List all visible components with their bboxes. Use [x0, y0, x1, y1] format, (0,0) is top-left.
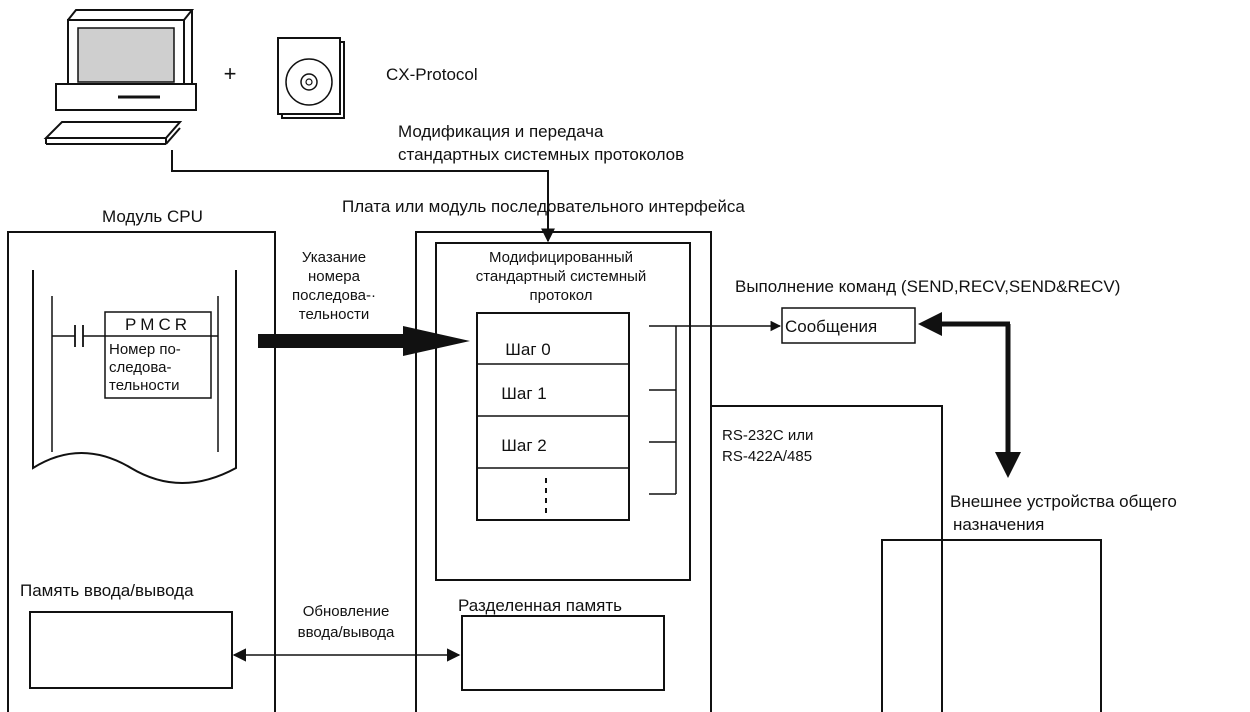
cd-icon [277, 37, 345, 119]
io-refresh-note-line2: ввода/вывода [298, 624, 395, 641]
sequence-note-line1: Указание [302, 249, 366, 266]
cpu-unit-title: Модуль CPU [102, 207, 203, 226]
protocol-title-line1: Модифицированный [489, 249, 633, 266]
pmcr-instruction-label: PMCR [125, 315, 191, 334]
interface-note-line2: RS-422A/485 [722, 448, 812, 465]
step-2-label: Шаг 2 [501, 436, 546, 455]
io-memory-label: Память ввода/вывода [20, 581, 194, 600]
external-device-label-line2: назначения [953, 515, 1044, 534]
messages-label: Сообщения [785, 317, 877, 336]
sequence-note-line2: номера [308, 268, 361, 285]
protocol-frame [435, 242, 691, 581]
pmcr-instruction-box [104, 311, 212, 399]
modification-note-line2: стандартных системных протоколов [398, 145, 684, 164]
software-label: CX-Protocol [386, 65, 478, 84]
external-device-label-line1: Внешнее устройства общего [950, 492, 1177, 511]
serial-board-frame [415, 231, 712, 712]
communication-arrow [918, 312, 1021, 478]
pmcr-operand-line2: следова- [109, 359, 172, 376]
sequence-note-line3: последова-· [292, 287, 376, 304]
external-device-box [881, 539, 1102, 712]
pmcr-operand-line1: Номер по- [109, 341, 181, 358]
protocol-title-line2: стандартный системный [476, 268, 647, 285]
computer-icon [43, 9, 197, 145]
software-transfer-line [171, 150, 555, 243]
cpu-unit-frame [7, 231, 276, 712]
sequence-number-arrow [258, 326, 470, 356]
protocol-title-line3: протокол [529, 287, 592, 304]
serial-board-title: Плата или модуль последовательного интер… [342, 197, 745, 216]
plus-sign: + [224, 61, 237, 86]
ladder-contact-icon [52, 325, 105, 347]
pmcr-operand-line3: тельности [109, 377, 180, 394]
step-0-label: Шаг 0 [505, 340, 550, 359]
interface-note-line1: RS-232C или [722, 427, 813, 444]
step-connector-bracket [649, 325, 677, 495]
messages-box [781, 307, 916, 344]
sequence-note-line4: тельности [299, 306, 370, 323]
io-refresh-note-line1: Обновление [303, 603, 390, 620]
ladder-program-page [32, 270, 237, 484]
serial-cable-line [711, 405, 943, 712]
io-memory-box [29, 611, 233, 689]
shared-memory-label: Разделенная память [458, 596, 622, 615]
command-execution-note: Выполнение команд (SEND,RECV,SEND&RECV) [735, 277, 1120, 296]
step-1-label: Шаг 1 [501, 384, 546, 403]
shared-memory-box [461, 615, 665, 691]
modification-note-line1: Модификация и передача [398, 122, 604, 141]
